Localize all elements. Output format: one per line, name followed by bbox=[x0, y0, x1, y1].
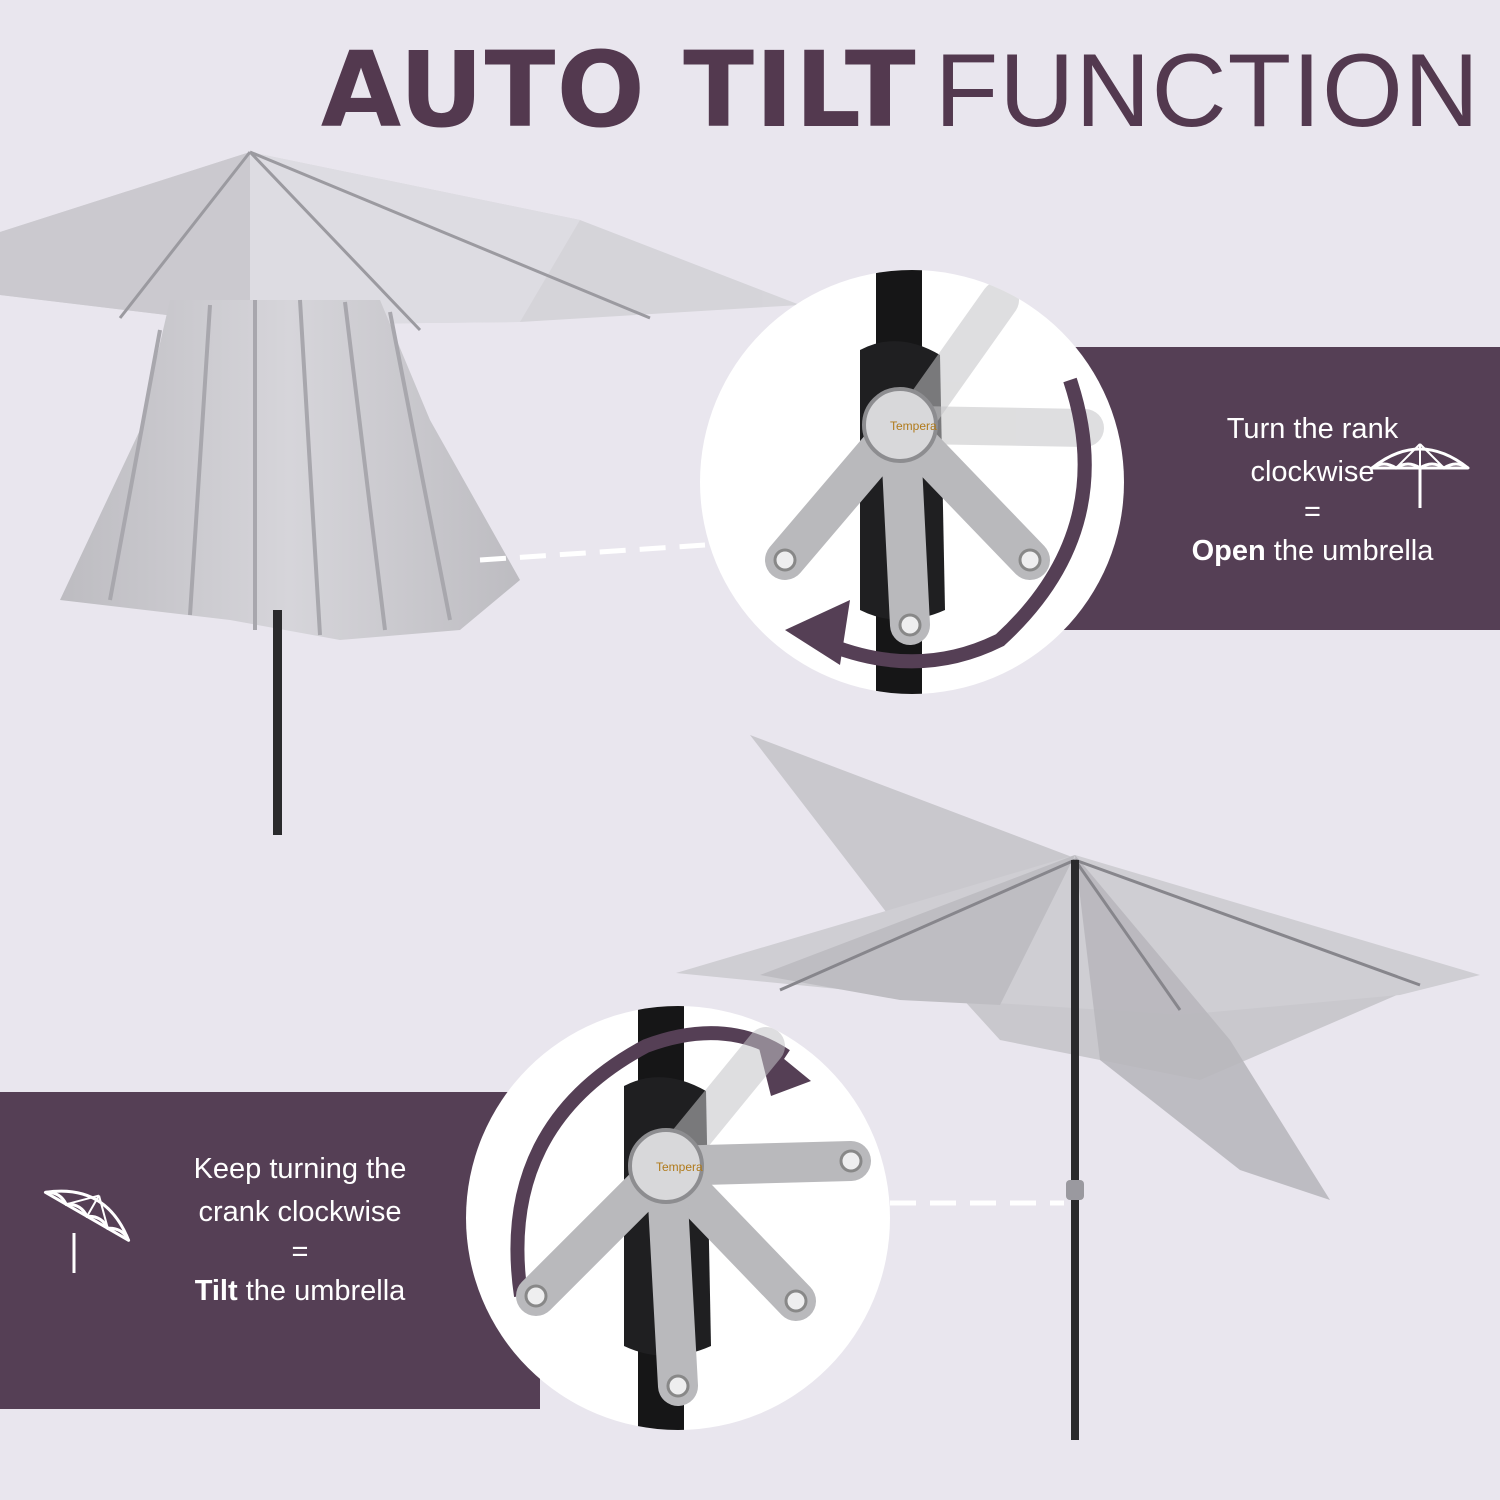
folded-canopy bbox=[60, 299, 520, 640]
crank-brand-bottom: Tempera bbox=[656, 1160, 703, 1174]
open-step-equals: = bbox=[1304, 496, 1321, 528]
open-step-caption: Turn the rank clockwise = Open the umbre… bbox=[1145, 408, 1480, 573]
open-umbrella-ghost bbox=[0, 150, 800, 332]
open-step-action-bold: Open bbox=[1191, 535, 1266, 567]
tilted-umbrella bbox=[676, 735, 1480, 1440]
title-bold: AUTO TILT bbox=[320, 29, 917, 151]
open-step-line2: clockwise bbox=[1250, 456, 1375, 488]
open-step-action-rest: the umbrella bbox=[1265, 535, 1434, 567]
open-umbrella-icon bbox=[1370, 443, 1470, 508]
open-umbrella-pole bbox=[273, 610, 282, 835]
tilt-step-line2: crank clockwise bbox=[198, 1196, 402, 1228]
tilt-step-action-rest: the umbrella bbox=[237, 1275, 406, 1307]
tilt-step-band bbox=[0, 1092, 540, 1409]
crank-brand-top: Tempera bbox=[890, 419, 937, 433]
crank-closeup-bottom: Tempera bbox=[466, 1006, 890, 1430]
crank-closeup-top: Tempera bbox=[700, 270, 1124, 694]
leader-line-top bbox=[479, 542, 706, 563]
tilt-step-caption: Keep turning the crank clockwise = Tilt … bbox=[140, 1148, 460, 1313]
title-light: FUNCTION bbox=[934, 33, 1480, 149]
tilted-umbrella-icon bbox=[43, 1189, 131, 1273]
tilt-step-action-bold: Tilt bbox=[194, 1275, 238, 1307]
tilt-step-line1: Keep turning the bbox=[193, 1153, 407, 1185]
tilt-step-equals: = bbox=[291, 1236, 309, 1268]
open-step-line1: Turn the rank bbox=[1226, 413, 1399, 445]
